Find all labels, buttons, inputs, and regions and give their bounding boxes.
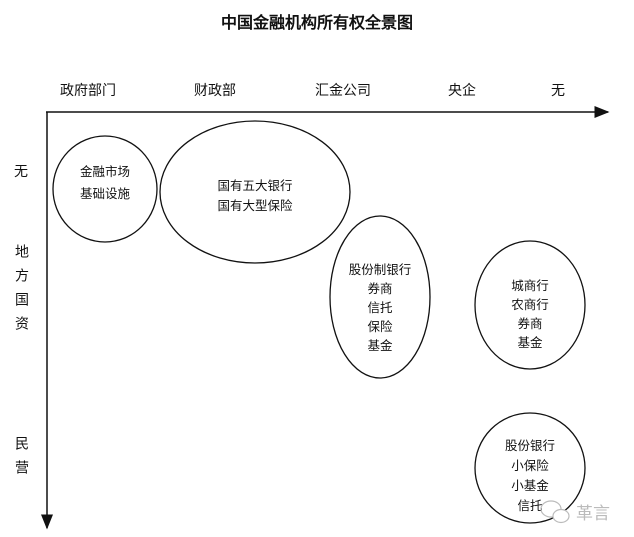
group-line: 券商 (517, 316, 542, 331)
y-label-local-state: 地方国资 (13, 244, 29, 340)
ellipse-big-state-banks (159, 120, 351, 264)
watermark: 革言 (576, 504, 610, 524)
x-label-government: 政府部门 (60, 83, 116, 99)
group-line: 券商 (367, 281, 392, 296)
group-line: 农商行 (511, 297, 549, 312)
wechat-icon (540, 500, 570, 524)
group-line: 金融市场 (80, 164, 130, 179)
y-label-private: 民营 (13, 436, 29, 484)
x-label-none: 无 (551, 83, 565, 99)
group-line: 基金 (517, 335, 543, 350)
group-line: 小基金 (511, 478, 549, 493)
group-line: 城商行 (511, 278, 549, 293)
group-line: 国有大型保险 (217, 198, 293, 213)
y-label-none: 无 (14, 164, 28, 180)
group-line: 股份制银行 (349, 262, 412, 277)
ellipse-city-commercial (474, 240, 586, 370)
group-line: 基础设施 (80, 186, 131, 201)
ellipse-market-infrastructure (52, 135, 158, 243)
group-line: 国有五大银行 (217, 178, 292, 193)
group-line: 小保险 (511, 458, 549, 473)
group-line: 股份银行 (505, 438, 555, 453)
x-label-mof: 财政部 (194, 83, 236, 99)
group-line: 信托 (517, 498, 542, 513)
group-line: 保险 (367, 319, 393, 334)
x-label-soe: 央企 (448, 82, 476, 99)
ellipse-private (474, 412, 586, 524)
group-line: 基金 (367, 338, 393, 353)
group-line: 信托 (367, 300, 392, 315)
diagram-title: 中国金融机构所有权全景图 (221, 13, 413, 32)
x-label-huijin: 汇金公司 (315, 83, 371, 99)
ellipse-joint-stock (329, 215, 431, 379)
